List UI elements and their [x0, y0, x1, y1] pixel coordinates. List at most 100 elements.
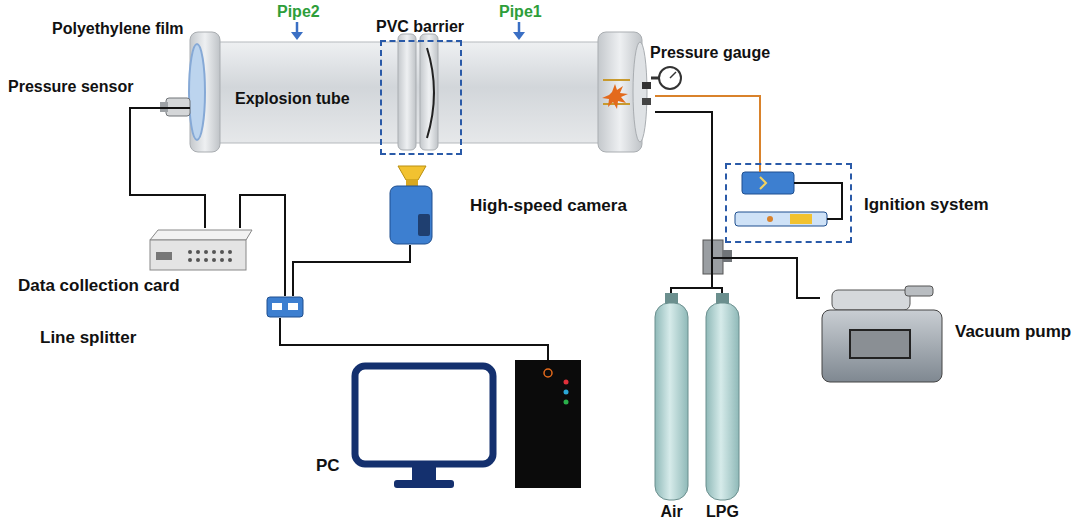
line-splitter-node: Line splitter [266, 296, 304, 318]
pipe-arrows [513, 32, 525, 40]
pressure-gauge-drawing [659, 67, 681, 89]
wire-connector [240, 195, 285, 296]
igniter-drawing [602, 84, 628, 109]
gas-cylinders [655, 303, 688, 500]
node-label: Explosion tube [235, 90, 350, 108]
gas-cylinder-node: LPG [705, 293, 740, 500]
pc-drawing [564, 380, 569, 385]
pc-drawing [564, 390, 569, 395]
vacuum-pump-drawing [905, 286, 933, 296]
data-card-drawing [196, 258, 200, 262]
pc-drawing [355, 360, 581, 488]
ignition-devices [794, 183, 842, 219]
ignition-devices [735, 172, 842, 226]
wire-connector [655, 112, 820, 298]
explosion-tube-drawing [189, 44, 205, 140]
vacuum-pump-drawing [832, 290, 910, 310]
data-card-drawing [212, 250, 216, 254]
vacuum-pump-node: Vacuum pump [820, 286, 945, 385]
wire-connector [280, 318, 548, 360]
vacuum-pump-drawing [822, 310, 942, 382]
data-card-drawing [188, 258, 192, 262]
data-card-drawing [204, 258, 208, 262]
explosion-tube-node: Explosion tube [190, 32, 655, 152]
pressure-gauge-drawing [651, 67, 681, 89]
explosion-tube-drawing [398, 34, 416, 150]
wire-connector [655, 112, 712, 293]
explosion-tube-drawing [420, 34, 438, 150]
ignition-devices [767, 216, 773, 222]
line-splitter-drawing [267, 297, 303, 317]
data-card-drawing [228, 258, 232, 262]
data-card-drawing [228, 250, 232, 254]
node-label: High-speed camera [470, 196, 627, 216]
pc-drawing [564, 400, 569, 405]
vacuum-pump-drawing [850, 330, 910, 358]
ignition-devices [790, 214, 812, 224]
high-speed-camera-drawing [390, 166, 432, 244]
high-speed-camera-drawing [406, 180, 418, 186]
data-card-drawing [188, 250, 192, 254]
ignition-devices [742, 172, 794, 194]
igniter-drawing [603, 79, 630, 81]
ignition-devices [760, 177, 766, 189]
node-label: Ignition system [864, 195, 989, 215]
pc-drawing [544, 369, 552, 377]
line-splitter-drawing [272, 303, 282, 310]
explosion-tube-drawing [190, 32, 220, 152]
data-card-drawing [196, 250, 200, 254]
explosion-tube-drawing [633, 42, 647, 142]
high-speed-camera-drawing [398, 166, 426, 180]
pipe-label: Pipe2 [277, 3, 320, 21]
line-splitter-drawing [267, 297, 303, 317]
data-card-drawing [150, 230, 252, 270]
gas-cylinders [655, 293, 739, 500]
data-card-drawing [204, 250, 208, 254]
high-speed-camera-drawing [390, 186, 432, 244]
ignition-box-node: Ignition system [725, 163, 852, 243]
node-label: Vacuum pump [955, 322, 1071, 342]
wire-connector [655, 96, 760, 163]
part-label: Pressure gauge [650, 44, 770, 62]
data-card-drawing [220, 250, 224, 254]
wire-connector [293, 245, 410, 296]
gas-cylinder-node: Air [655, 293, 688, 500]
data-card-drawing [188, 250, 232, 262]
gas-valve-manifold [723, 250, 732, 262]
pipe-arrows [291, 32, 303, 40]
node-label: Line splitter [40, 328, 136, 348]
node-label: Air [660, 503, 682, 521]
node-label: PC [316, 456, 340, 476]
data-card-drawing [220, 258, 224, 262]
data-card-drawing [150, 240, 246, 270]
igniter-drawing [602, 80, 651, 109]
ignition-devices [735, 212, 827, 226]
explosion-tube-drawing [427, 48, 434, 138]
explosion-tube-drawing [189, 32, 647, 152]
node-label: LPG [706, 503, 739, 521]
node-label: Data collection card [18, 276, 180, 296]
line-splitter-drawing [288, 303, 298, 310]
pc-drawing [355, 366, 493, 464]
part-label: Polyethylene film [52, 20, 184, 38]
node-label: PVC barrier [376, 18, 464, 36]
igniter-drawing [642, 82, 651, 89]
data-card-drawing [212, 258, 216, 262]
gas-cylinders [706, 303, 739, 500]
data-card-drawing [156, 252, 172, 260]
pc-node: PC [350, 360, 582, 490]
part-label: Pressure sensor [8, 78, 133, 96]
wire-connector [130, 108, 205, 228]
high-speed-camera-drawing [418, 214, 430, 236]
data-card-drawing [150, 230, 252, 240]
camera-node: High-speed camera [388, 165, 434, 245]
pressure-gauge-drawing [670, 72, 676, 78]
pc-drawing [394, 480, 454, 488]
pc-drawing [412, 467, 436, 481]
barrier-box-node: PVC barrier [380, 40, 462, 155]
igniter-drawing [642, 98, 651, 105]
pc-drawing [515, 360, 581, 488]
